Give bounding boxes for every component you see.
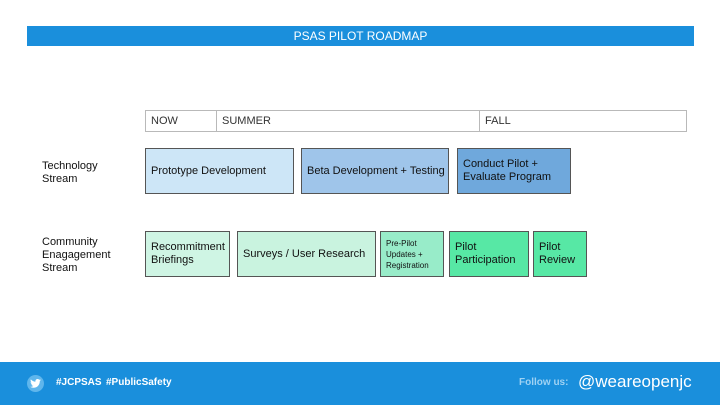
box-beta-development-testing: Beta Development + Testing	[301, 148, 449, 194]
box-pilot-participation: Pilot Participation	[449, 231, 529, 277]
box-conduct-pilot: Conduct Pilot + Evaluate Program	[457, 148, 571, 194]
box-pilot-review: Pilot Review	[533, 231, 587, 277]
roadmap-title: PSAS PILOT ROADMAP	[293, 29, 428, 43]
timeline-summer: SUMMER	[216, 111, 479, 131]
title-bar: PSAS PILOT ROADMAP	[27, 26, 694, 46]
hashtag-jcpsas[interactable]: #JCPSAS	[56, 377, 102, 388]
timeline-header: NOW SUMMER FALL	[145, 110, 687, 132]
timeline-now: NOW	[151, 115, 178, 127]
twitter-handle[interactable]: @weareopenjc	[578, 372, 692, 391]
twitter-bird-icon	[27, 375, 44, 392]
box-surveys-user-research: Surveys / User Research	[237, 231, 376, 277]
community-stream-label: Community Enagagement Stream	[42, 236, 111, 274]
hashtag-public-safety[interactable]: #PublicSafety	[106, 377, 172, 388]
box-recommitment-briefings: Recommitment Briefings	[145, 231, 230, 277]
timeline-fall: FALL	[479, 111, 686, 131]
technology-stream-label: Technology Stream	[42, 160, 98, 185]
footer-bar: #JCPSAS #PublicSafety Follow us: @weareo…	[0, 362, 720, 405]
box-pre-pilot-updates: Pre-Pilot Updates + Registration	[380, 231, 444, 277]
follow-us-label: Follow us:	[519, 377, 569, 388]
box-prototype-development: Prototype Development	[145, 148, 294, 194]
